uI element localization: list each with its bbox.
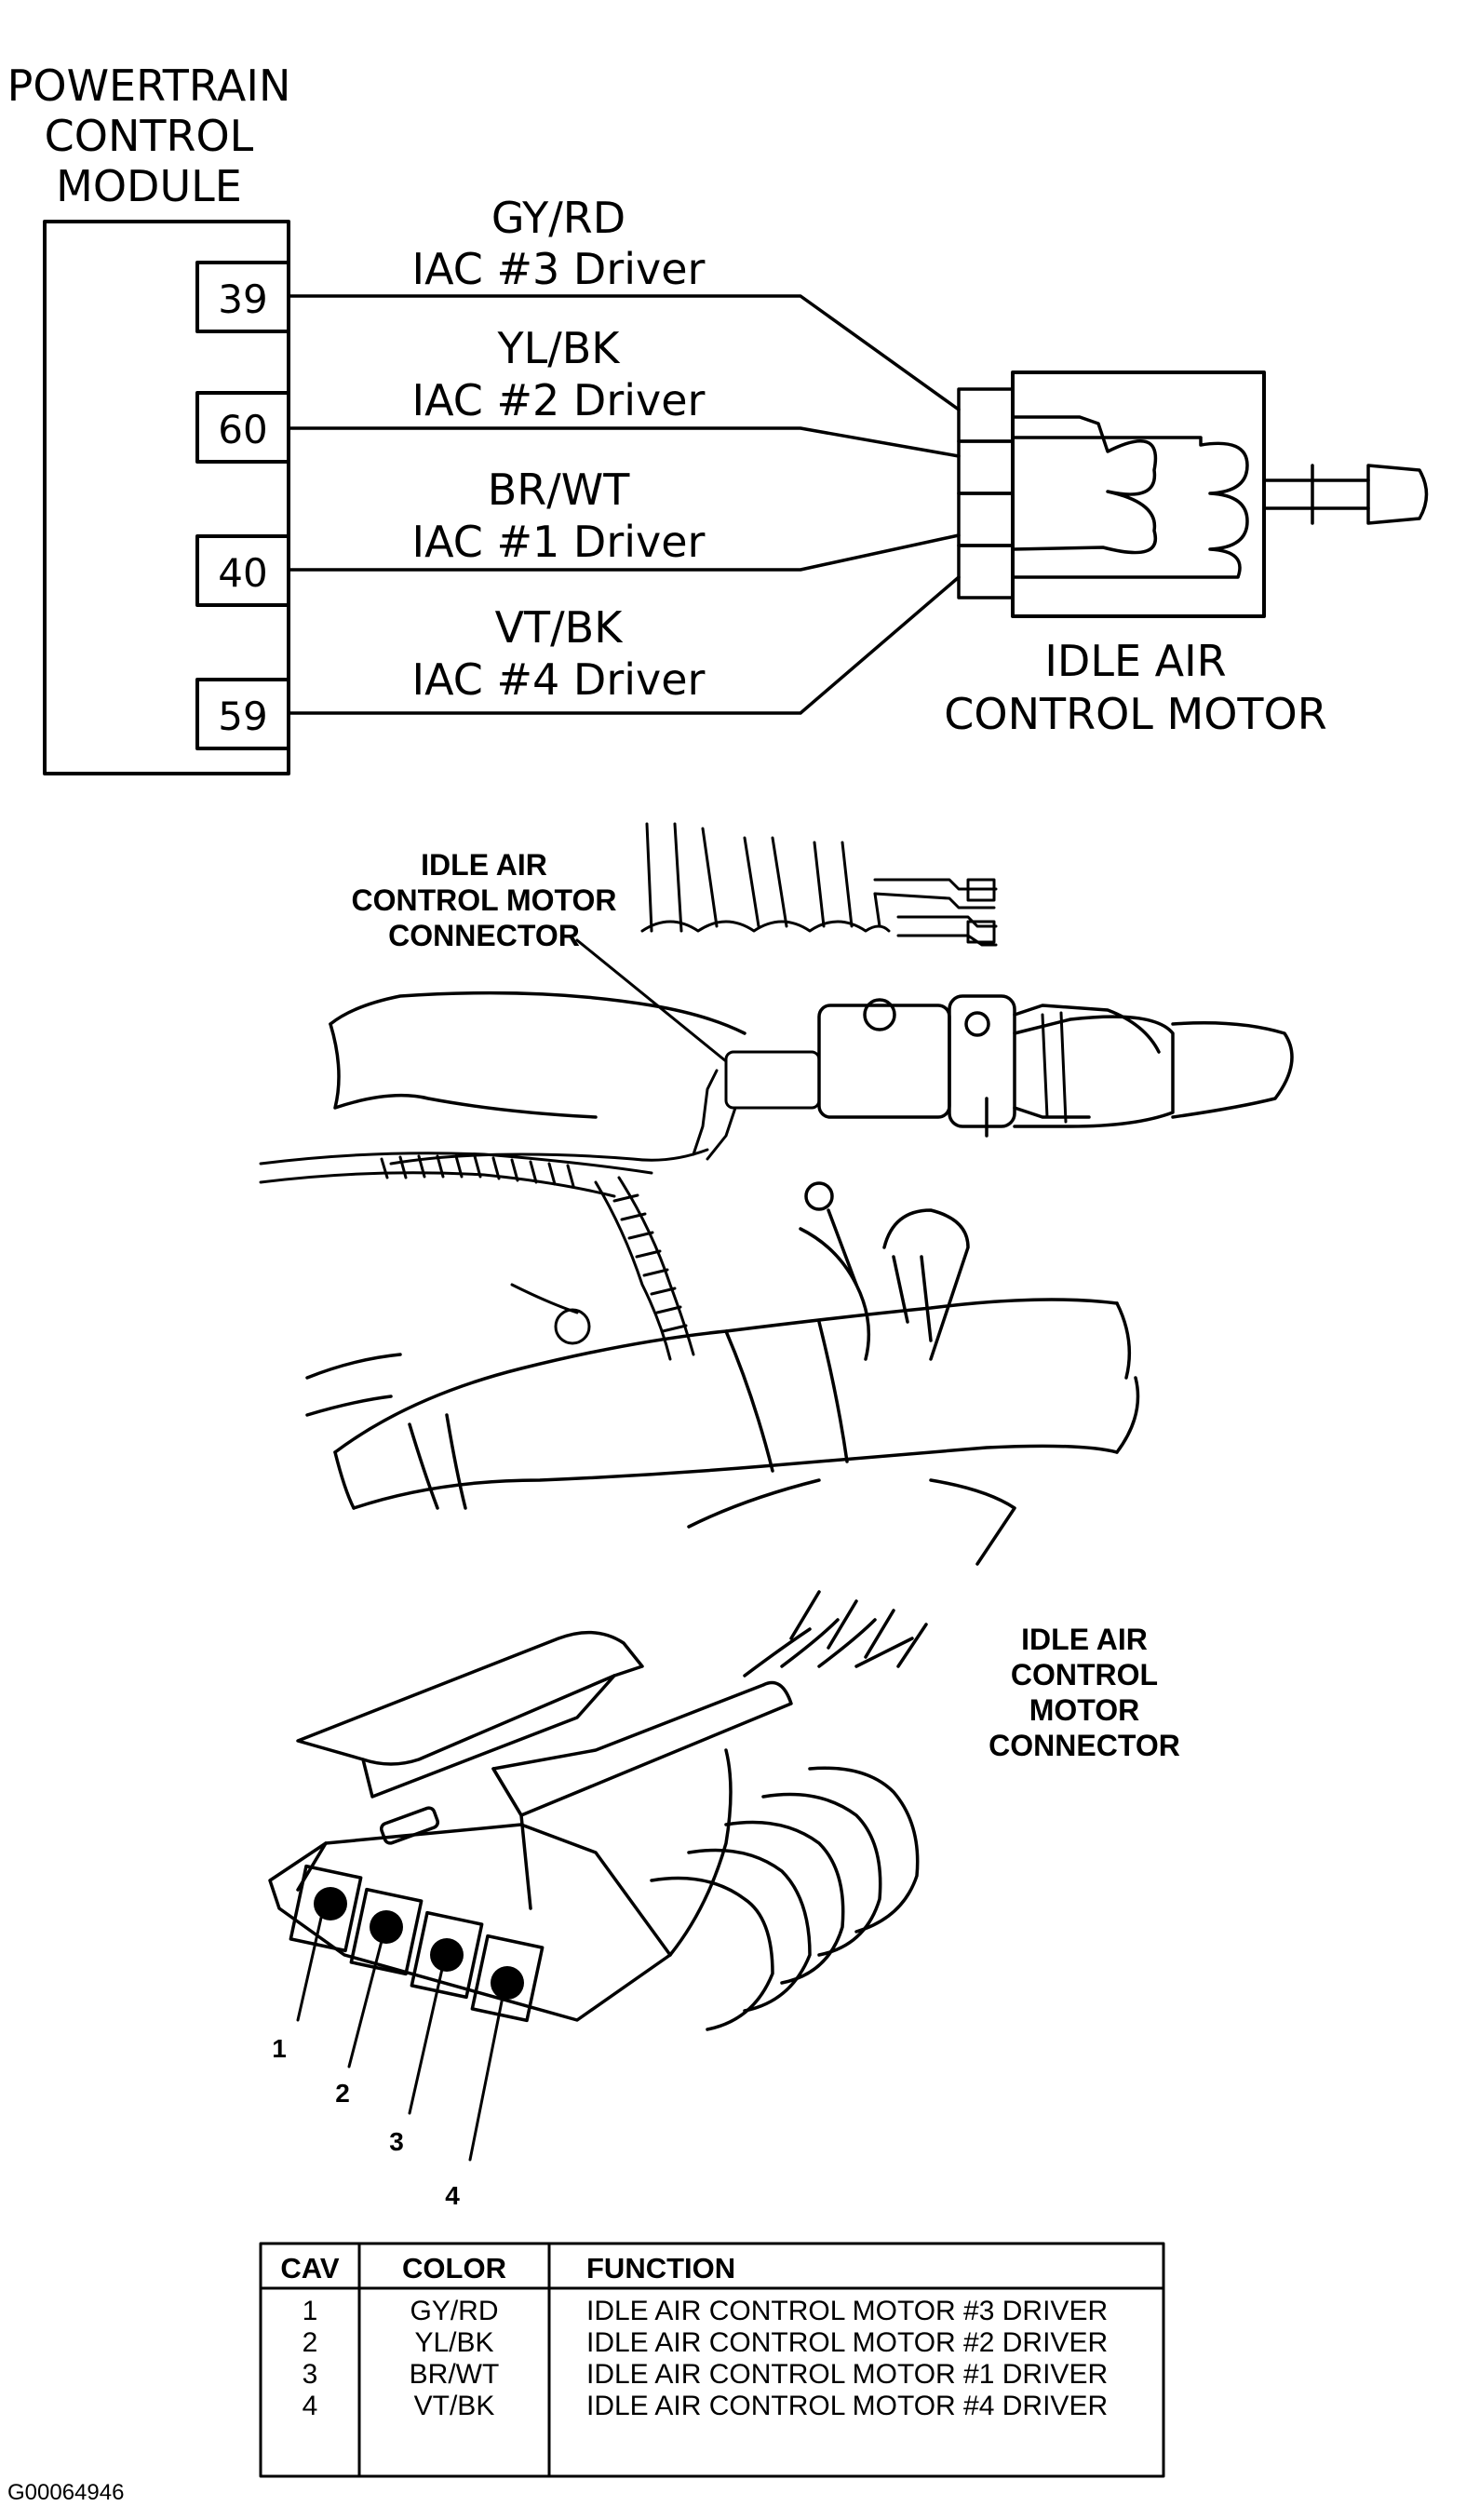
terminal-1: [957, 387, 1015, 443]
clamp-marks: [1041, 1011, 1068, 1124]
connector-label-line-1: IDLE AIR: [1021, 1623, 1148, 1656]
hose-lower: [329, 1022, 598, 1119]
wire-yl-bk: [287, 426, 961, 458]
engine-connector-label-line-2: CONTROL MOTOR: [351, 883, 616, 917]
terminal-2: [957, 439, 1015, 495]
row-3-function: IDLE AIR CONTROL MOTOR #1 DRIVER: [586, 2359, 1108, 2390]
row-4-cav: 4: [303, 2391, 318, 2421]
idle-air-control-motor-symbol: IDLE AIR CONTROL MOTOR: [944, 371, 1429, 739]
cavity-number-2: 2: [335, 2079, 350, 2108]
row-1-cav: 1: [303, 2296, 318, 2326]
row-3-color: BR/WT: [410, 2359, 500, 2390]
engine-location-view: IDLE AIR CONTROL MOTOR CONNECTOR: [259, 822, 1294, 1566]
pin-label-40: 40: [218, 550, 267, 596]
leader-cavity-4: [468, 1995, 504, 2162]
connector-label-line-3: MOTOR: [1029, 1693, 1140, 1727]
table-row: 4 VT/BK IDLE AIR CONTROL MOTOR #4 DRIVER: [303, 2391, 1108, 2421]
row-4-function: IDLE AIR CONTROL MOTOR #4 DRIVER: [586, 2391, 1108, 2421]
wire-function-1: IAC #3 Driver: [412, 244, 706, 294]
cavity-4-terminal: [491, 1966, 524, 2000]
terminal-4: [957, 544, 1015, 600]
wiring-harness: [259, 1152, 695, 1361]
table-row: 3 BR/WT IDLE AIR CONTROL MOTOR #1 DRIVER: [303, 2359, 1108, 2390]
wire-color-4: VT/BK: [495, 602, 625, 653]
terminal-3: [957, 492, 1015, 547]
connector-label-line-4: CONNECTOR: [989, 1729, 1180, 1762]
cavity-number-3: 3: [389, 2127, 404, 2156]
motor-label-line-2: CONTROL MOTOR: [944, 689, 1326, 739]
pintle-icon: [1366, 464, 1429, 525]
module-label-line-2: CONTROL: [45, 111, 254, 161]
leader-cavity-1: [296, 1916, 323, 2022]
engine-connector-label-line-3: CONNECTOR: [388, 919, 580, 952]
cavity-number-1: 1: [272, 2034, 287, 2063]
wire-function-3: IAC #1 Driver: [412, 517, 706, 567]
row-2-cav: 2: [303, 2327, 318, 2358]
engine-connector-label-line-1: IDLE AIR: [421, 848, 547, 882]
lower-air-duct: [305, 1181, 1140, 1566]
pin-label-59: 59: [218, 694, 267, 739]
powertrain-control-module: POWERTRAIN CONTROL MODULE 39 60 40 59: [7, 61, 291, 775]
module-label-line-1: POWERTRAIN: [7, 61, 291, 111]
table-header-function: FUNCTION: [586, 2252, 735, 2284]
wire-function-2: IAC #2 Driver: [412, 375, 706, 425]
leader-cavity-2: [347, 1939, 383, 2069]
row-2-function: IDLE AIR CONTROL MOTOR #2 DRIVER: [586, 2327, 1108, 2358]
wire-color-2: YL/BK: [497, 323, 622, 373]
leader-line: [575, 938, 728, 1063]
cavity-1-terminal: [314, 1887, 347, 1920]
row-1-function: IDLE AIR CONTROL MOTOR #3 DRIVER: [586, 2296, 1108, 2326]
leader-cavity-3: [408, 1967, 444, 2115]
manifold-ribs: [640, 822, 891, 933]
table-header-cav: CAV: [280, 2252, 339, 2284]
row-1-color: GY/RD: [410, 2296, 498, 2326]
table-border: [259, 2242, 1165, 2478]
wire-color-1: GY/RD: [491, 193, 625, 243]
row-2-color: YL/BK: [414, 2327, 493, 2358]
connector-face-view: IDLE AIR CONTROL MOTOR CONNECTOR: [268, 1590, 1180, 2210]
throttle-body-pipe: [1013, 1015, 1175, 1128]
cavity-3-terminal: [430, 1938, 464, 1972]
wire-br-wt: [287, 533, 961, 572]
coil-1: [1011, 415, 1158, 555]
pin-label-39: 39: [218, 276, 267, 322]
module-box: [43, 220, 290, 775]
air-duct-right: [1171, 1021, 1294, 1119]
pin-label-60: 60: [218, 407, 267, 452]
coil-2: [1011, 436, 1249, 579]
figure-id: G00064946: [7, 2480, 124, 2505]
table-header-color: COLOR: [402, 2252, 506, 2284]
wire-color-3: BR/WT: [488, 465, 631, 515]
sensor-connectors: [873, 878, 998, 947]
pinout-table: CAV COLOR FUNCTION 1 GY/RD IDLE AIR CONT…: [259, 2242, 1165, 2478]
wire-function-4: IAC #4 Driver: [412, 654, 706, 705]
motor-body: [1011, 371, 1266, 618]
connector-body: [268, 1590, 928, 2031]
row-3-cav: 3: [303, 2359, 318, 2390]
wires: GY/RD IAC #3 Driver YL/BK IAC #2 Driver …: [287, 193, 961, 715]
iac-connector-on-engine: [389, 1050, 821, 1166]
cavity-number-4: 4: [445, 2181, 460, 2210]
module-label-line-3: MODULE: [56, 161, 242, 211]
hose-upper: [329, 990, 746, 1035]
connector-label-line-2: CONTROL: [1011, 1658, 1158, 1691]
table-row: 1 GY/RD IDLE AIR CONTROL MOTOR #3 DRIVER: [303, 2296, 1108, 2326]
wire-vt-bk: [287, 575, 961, 715]
table-row: 2 YL/BK IDLE AIR CONTROL MOTOR #2 DRIVER: [303, 2327, 1108, 2358]
motor-label-line-1: IDLE AIR: [1044, 636, 1226, 686]
wire-gy-rd: [287, 294, 961, 411]
row-4-color: VT/BK: [414, 2391, 495, 2421]
cavity-2-terminal: [370, 1910, 403, 1944]
